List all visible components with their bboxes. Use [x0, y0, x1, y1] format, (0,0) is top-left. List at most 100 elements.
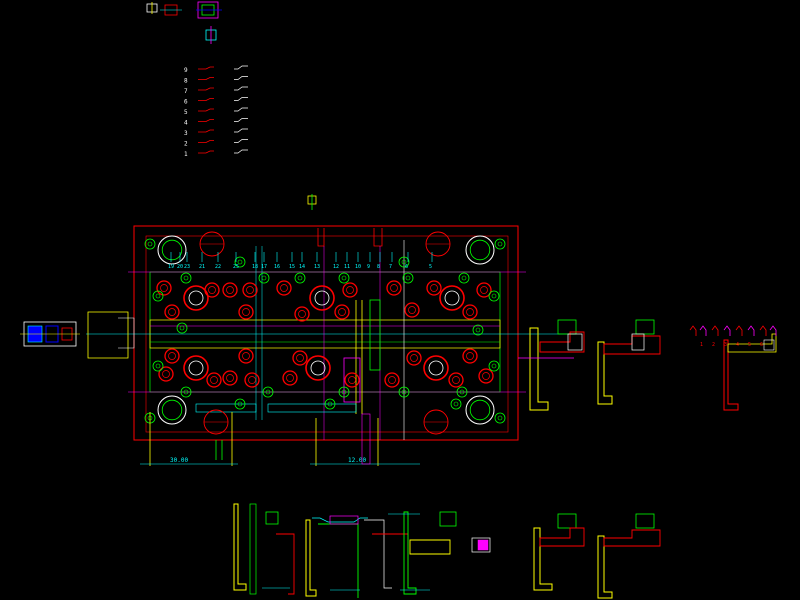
- dowel-hole: [338, 272, 350, 284]
- dowel-hole: [494, 412, 506, 424]
- screw-hole: [238, 348, 254, 364]
- screw-hole: [282, 370, 298, 386]
- dowel-hole-inner: [491, 293, 497, 299]
- strip-step-sketch: [699, 325, 707, 336]
- parts-list-number: 2: [184, 141, 188, 148]
- screw-hole-inner: [298, 310, 306, 318]
- screw-hole-inner: [410, 354, 418, 362]
- plate-number-label: 17: [261, 264, 267, 270]
- screw-hole-inner: [388, 376, 396, 384]
- plate-number-label: 7: [389, 264, 392, 270]
- dowel-hole: [398, 386, 410, 398]
- plate-holes: [144, 231, 506, 435]
- dowel-hole: [144, 238, 156, 250]
- plate-number-label: 18: [252, 264, 258, 270]
- dim-right-label: 12.00: [348, 457, 366, 464]
- guide-bush-inner: [469, 399, 491, 421]
- screw-hole: [238, 304, 254, 320]
- dowel-hole: [488, 360, 500, 372]
- punch-hole: [183, 355, 209, 381]
- dowel-hole-inner: [341, 275, 347, 281]
- parts-list-sketch-alt: [234, 128, 248, 133]
- screw-hole-inner: [296, 354, 304, 362]
- screw-hole: [342, 282, 358, 298]
- screw-hole-inner: [280, 284, 288, 292]
- plate-number-label: 20: [177, 264, 183, 270]
- punch-hole: [305, 355, 331, 381]
- screw-hole-inner: [348, 376, 356, 384]
- small-marker: [307, 194, 317, 210]
- dowel-hole-inner: [297, 275, 303, 281]
- bottom-section-views: [233, 503, 661, 599]
- dowel-hole: [450, 398, 462, 410]
- parts-list-number: 4: [184, 120, 188, 127]
- right-section-views: [518, 319, 661, 411]
- parts-list-sketch: [198, 66, 214, 70]
- parts-list-number: 3: [184, 130, 188, 137]
- screw-hole: [426, 280, 442, 296]
- parts-list-number: 1: [184, 151, 188, 158]
- screw-hole: [222, 282, 238, 298]
- screw-hole-inner: [346, 286, 354, 294]
- guide-bush: [465, 395, 495, 425]
- strip-step-label: 5: [748, 342, 751, 348]
- dowel-hole: [258, 272, 270, 284]
- screw-hole-inner: [338, 308, 346, 316]
- plate-number-label: 12: [333, 264, 339, 270]
- dowel-hole: [234, 398, 246, 410]
- punch-hole-inner: [310, 360, 326, 376]
- screw-hole: [462, 348, 478, 364]
- dowel-hole: [152, 360, 164, 372]
- strip-step-sketch: [689, 325, 697, 336]
- screw-hole-inner: [210, 376, 218, 384]
- plate-number-label: 19: [168, 264, 174, 270]
- dowel-hole-inner: [265, 389, 271, 395]
- top-detail-block: [146, 1, 222, 44]
- dowel-hole: [494, 238, 506, 250]
- screw-hole: [158, 366, 174, 382]
- plate-number-label: 14: [299, 264, 305, 270]
- dowel-hole-inner: [261, 275, 267, 281]
- plate-number-label: 5: [429, 264, 432, 270]
- screw-hole: [222, 370, 238, 386]
- strip-step-label: 1: [700, 342, 703, 348]
- strip-step-sketch: [723, 325, 731, 336]
- screw-hole-inner: [242, 308, 250, 316]
- parts-list-sketch: [198, 129, 214, 133]
- left-side-view: [20, 311, 135, 359]
- strip-step-label: 3: [724, 342, 727, 348]
- screw-hole-inner: [390, 284, 398, 292]
- punch-hole-inner: [188, 290, 204, 306]
- guide-bush-inner: [161, 239, 183, 261]
- dowel-hole-inner: [401, 389, 407, 395]
- dowel-hole-inner: [453, 401, 459, 407]
- parts-list-sketch-alt: [234, 107, 248, 112]
- screw-hole: [156, 280, 172, 296]
- dowel-hole: [294, 272, 306, 284]
- parts-list-sketch-alt: [234, 118, 248, 122]
- guide-bush-inner: [161, 399, 183, 421]
- screw-hole: [404, 302, 420, 318]
- screw-hole: [386, 280, 402, 296]
- screw-hole-inner: [430, 284, 438, 292]
- plate-number-label: 10: [355, 264, 361, 270]
- screw-hole: [242, 282, 258, 298]
- screw-hole: [478, 368, 494, 384]
- screw-hole-inner: [286, 374, 294, 382]
- strip-step-label: 2: [712, 342, 715, 348]
- dowel-hole-inner: [405, 275, 411, 281]
- plate-number-label: 22: [215, 264, 221, 270]
- dowel-hole-inner: [475, 327, 481, 333]
- guide-bush: [465, 235, 495, 265]
- parts-list-number: 7: [184, 88, 188, 95]
- guide-bush: [157, 235, 187, 265]
- screw-hole: [294, 306, 310, 322]
- parts-list-sketch: [198, 87, 214, 91]
- parts-list-sketch-alt: [234, 76, 248, 80]
- punch-hole: [309, 285, 335, 311]
- screw-hole-inner: [242, 352, 250, 360]
- screw-hole-inner: [168, 352, 176, 360]
- bottom-dimensions: 30.00 12.00: [140, 412, 420, 466]
